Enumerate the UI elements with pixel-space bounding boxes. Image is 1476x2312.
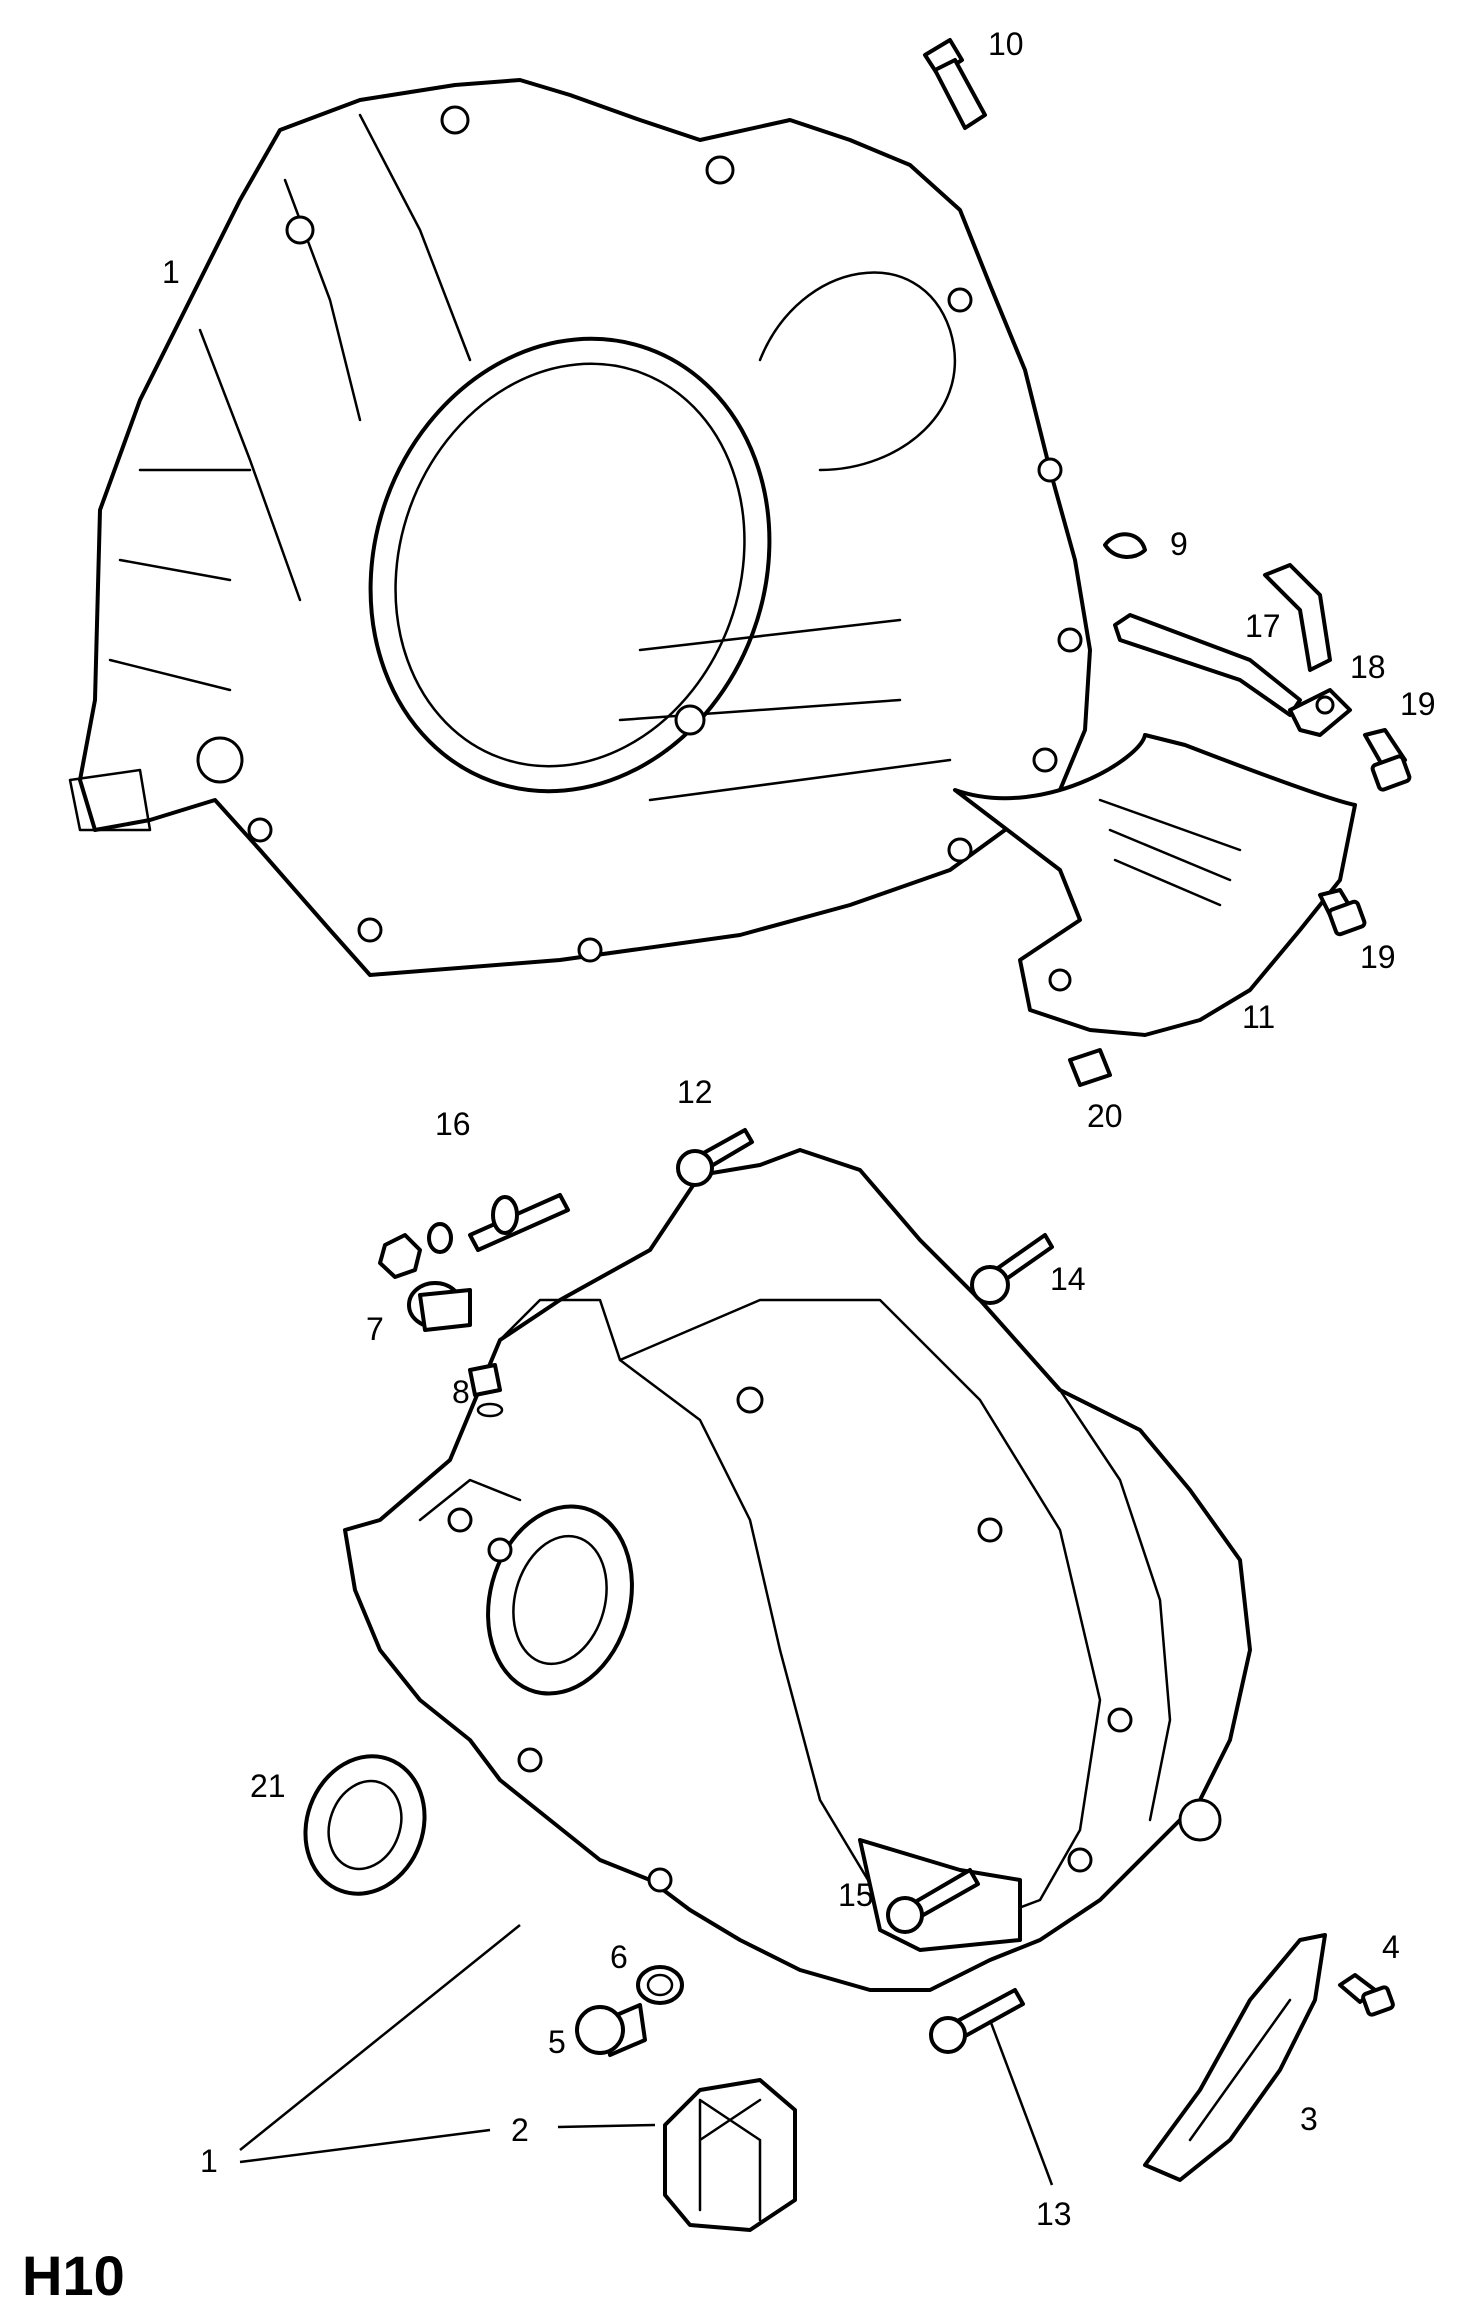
callout-1-lower: 1 [200,2143,218,2179]
bracket-18 [1288,688,1352,737]
callout-17: 17 [1245,608,1281,644]
callout-8: 8 [452,1374,470,1410]
callout-6: 6 [610,1939,628,1975]
callout-19-upper: 19 [1400,686,1436,722]
callout-10: 10 [988,26,1024,62]
seal-21 [303,1754,427,1896]
callout-16: 16 [435,1106,471,1142]
callout-labels: 1 2 3 4 5 6 7 8 9 10 11 12 13 14 15 16 1… [162,26,1436,2232]
drain-plug-5 [575,2003,647,2057]
callout-14: 14 [1050,1261,1086,1297]
diagram-code: H10 [22,2244,125,2307]
callout-1-upper: 1 [162,254,180,290]
stud-16 [468,1193,570,1252]
bolt-4 [1338,1973,1395,2017]
mount-2 [663,2078,797,2232]
cover-plate-11 [953,733,1357,1037]
callout-19-lower: 19 [1360,939,1396,975]
pipe-17 [1113,563,1332,717]
plug-7 [407,1281,472,1332]
cover-3 [1143,1933,1327,2182]
bolt-13 [929,1988,1025,2054]
callout-7: 7 [366,1311,384,1347]
callout-9: 9 [1170,526,1188,562]
clip-9 [1103,532,1147,559]
bolt-19-lower [1318,888,1367,937]
callout-3: 3 [1300,2101,1318,2137]
callout-5: 5 [548,2024,566,2060]
washer-16 [427,1222,453,1254]
breather-valve-10 [923,38,987,130]
plug-8 [468,1363,504,1418]
callout-2: 2 [511,2112,529,2148]
callout-15: 15 [838,1877,874,1913]
callout-13: 13 [1036,2196,1072,2232]
callout-21: 21 [250,1768,286,1804]
clip-20 [1068,1048,1112,1087]
upper-transmission-housing [68,78,1092,977]
callout-20: 20 [1087,1098,1123,1134]
callout-11: 11 [1242,999,1275,1035]
callout-12: 12 [677,1074,713,1110]
bolt-12 [676,1128,754,1187]
lower-transmission-housing [343,1148,1252,1992]
bolt-14 [970,1233,1054,1305]
nut-16 [378,1233,422,1279]
washer-6 [636,1965,684,2005]
bolt-19-upper [1363,728,1412,792]
leader-lines [239,1924,1054,2186]
callout-4: 4 [1382,1929,1400,1965]
callout-18: 18 [1350,649,1386,685]
bolt-15 [886,1868,980,1934]
